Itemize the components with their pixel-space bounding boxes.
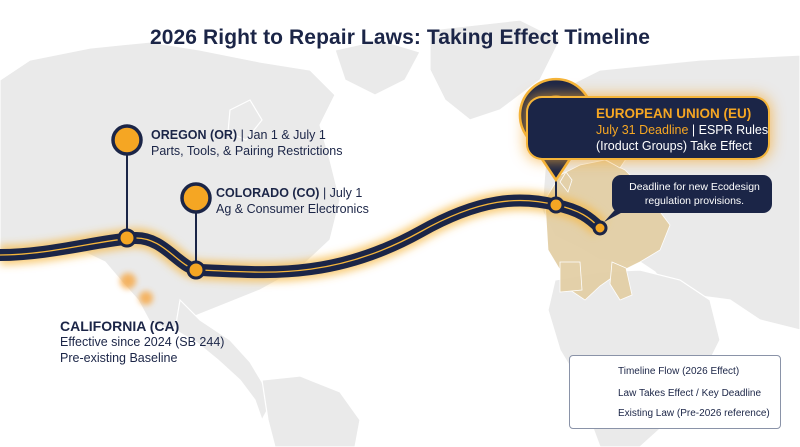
oregon-timeline-node[interactable] <box>117 228 137 248</box>
oregon-marker-icon[interactable] <box>111 124 143 156</box>
oregon-detail: Parts, Tools, & Pairing Restrictions <box>151 144 343 158</box>
eu-card[interactable] <box>528 98 768 158</box>
colorado-marker-icon[interactable] <box>180 182 212 214</box>
eu-effect-line: (Iroduct Groups) Take Effect <box>596 139 752 153</box>
california-label: CALIFORNIA (CA) Effective since 2024 (SB… <box>60 318 224 366</box>
legend-item-timeline: Timeline Flow (2026 Effect) <box>618 366 740 377</box>
land-north-america <box>0 19 561 447</box>
california-line2: Pre-existing Baseline <box>60 351 178 365</box>
colorado-timeline-node[interactable] <box>186 260 206 280</box>
legend <box>569 355 781 429</box>
ecodesign-callout <box>612 175 772 213</box>
california-line1: Effective since 2024 (SB 244) <box>60 335 225 349</box>
page-title: 2026 Right to Repair Laws: Taking Effect… <box>149 26 651 49</box>
eu-deadline-node[interactable] <box>592 220 608 236</box>
oregon-name: OREGON (OR) <box>151 128 238 142</box>
eu-name: EUROPEAN UNION (EU) <box>596 106 752 121</box>
colorado-date: | July 1 <box>319 186 363 200</box>
callout-text: Deadline for new Ecodesign regulation pr… <box>629 181 760 207</box>
colorado-label: COLORADO (CO) | July 1 Ag & Consumer Ele… <box>216 185 369 217</box>
eu-rules: | ESPR Rules <box>688 123 769 137</box>
legend-item-existing: Existing Law (Pre-2026 reference) <box>618 408 770 419</box>
existing-law-dots <box>120 273 153 305</box>
legend-item-milestone: Law Takes Effect / Key Deadline <box>618 388 762 399</box>
eu-deadline: July 31 Deadline <box>596 123 689 137</box>
colorado-name: COLORADO (CO) <box>216 186 320 200</box>
oregon-date: | Jan 1 & July 1 <box>237 128 326 142</box>
california-name: CALIFORNIA (CA) <box>60 318 180 334</box>
eu-timeline-node[interactable] <box>547 196 565 214</box>
oregon-label: OREGON (OR) | Jan 1 & July 1 Parts, Tool… <box>151 127 343 159</box>
eu-card-text: EUROPEAN UNION (EU) July 31 Deadline | E… <box>596 106 768 154</box>
colorado-detail: Ag & Consumer Electronics <box>216 202 369 216</box>
